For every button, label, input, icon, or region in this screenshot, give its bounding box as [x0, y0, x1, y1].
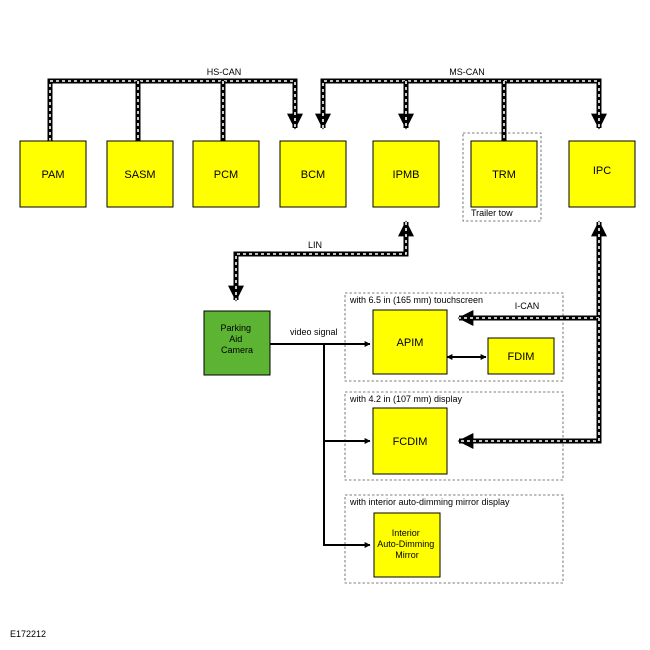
camera-label-line1: Parking [220, 323, 251, 333]
hs-can-label: HS-CAN [207, 67, 242, 77]
bcm-label: BCM [301, 169, 325, 181]
fdim-box [487, 337, 555, 375]
fcdim-label: FCDIM [393, 436, 428, 448]
i-can-label: I-CAN [515, 301, 540, 311]
mirror-label-line2: Auto-Dimming [377, 539, 434, 549]
ipmb-label: IPMB [393, 169, 420, 181]
camera-label-line3: Camera [221, 345, 253, 355]
trm-label: TRM [492, 169, 516, 181]
pcm-box [192, 140, 260, 208]
mirror-group-label: with interior auto-dimming mirror displa… [349, 497, 510, 507]
trm-box [470, 140, 538, 208]
sasm-box [106, 140, 174, 208]
mirror-label: Interior Auto-Dimming Mirror [377, 528, 437, 560]
apim-box [372, 309, 448, 375]
touchscreen-group-label: with 6.5 in (165 mm) touchscreen [349, 295, 483, 305]
figure-id: E172212 [10, 629, 46, 639]
hs-can-bus [47, 78, 304, 141]
mirror-group [344, 494, 564, 584]
ms-can-bus [314, 78, 608, 141]
bcm-box [279, 140, 347, 208]
lin-label: LIN [308, 240, 322, 250]
pcm-label: PCM [214, 169, 238, 181]
lin-bus [227, 220, 415, 302]
pam-label: PAM [41, 169, 64, 181]
ipmb-box [372, 140, 440, 208]
display-group-label: with 4.2 in (107 mm) display [349, 394, 463, 404]
apim-label: APIM [397, 337, 424, 349]
mirror-label-line1: Interior [392, 528, 420, 538]
fcdim-box [372, 407, 448, 475]
camera-box [203, 310, 271, 376]
fdim-label: FDIM [508, 351, 535, 363]
video-signal-lines [270, 341, 487, 548]
mirror-label-line3: Mirror [395, 550, 419, 560]
ipc-label: IPC [593, 165, 611, 177]
mirror-box [373, 512, 441, 578]
trailer-tow-label: Trailer tow [471, 208, 513, 218]
touchscreen-group [344, 292, 564, 382]
ipc-box [568, 140, 636, 208]
pam-box [19, 140, 87, 208]
i-can-bus [457, 220, 608, 450]
camera-label-line2: Aid [229, 334, 242, 344]
video-signal-label: video signal [290, 327, 338, 337]
camera-label: Parking Aid Camera [220, 323, 253, 355]
ms-can-label: MS-CAN [449, 67, 485, 77]
sasm-label: SASM [124, 169, 155, 181]
display-group [344, 391, 564, 481]
